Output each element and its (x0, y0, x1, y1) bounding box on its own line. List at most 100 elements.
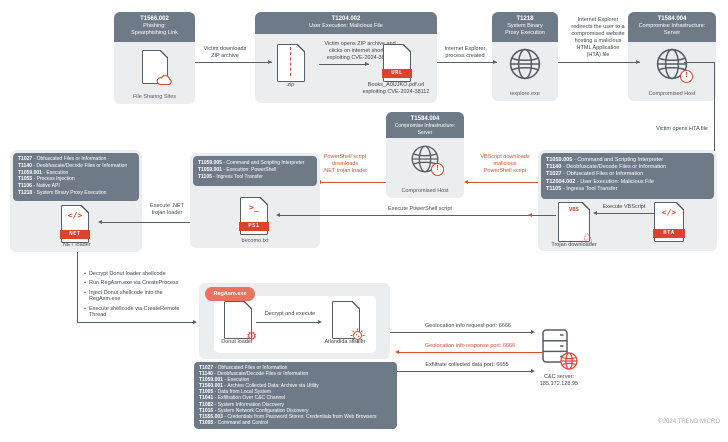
line (397, 371, 532, 372)
technique-line: T1140Deobfuscate/Decode Files or Informa… (199, 371, 392, 377)
technique-line: T1027Obfuscated Files or Information (18, 156, 134, 163)
hta-banner: HTA (653, 229, 685, 238)
line (437, 62, 497, 63)
donut-loader-caption: Donut loader (221, 339, 253, 345)
node-phishing: T1566.002 Phishing: Spearphishing Link F… (114, 12, 195, 104)
line (684, 62, 715, 63)
technique-line: T1059.001Execution (18, 170, 134, 177)
line (256, 322, 318, 323)
compromised-host-caption: Compromised Host (648, 90, 696, 97)
cloud-icon (156, 75, 172, 86)
arrowhead (528, 212, 532, 217)
node-phishing-header: T1566.002 Phishing: Spearphishing Link (114, 12, 195, 42)
bullet-icon (84, 280, 86, 287)
injection-step: Execute shellcode via CreateRemote Threa… (84, 306, 192, 320)
iexplore-caption: iexplore.exe (510, 90, 540, 97)
technique-line: T1560.001Archive Collected Data: Archive… (199, 383, 392, 389)
technique-line: T1140Deobfuscate/Decode Files or Informa… (546, 164, 709, 171)
alert-icon (680, 70, 693, 83)
panel-powershell: T1059.005Command and Scripting Interpret… (190, 153, 320, 248)
stealer-caption: Atlandida stealer (324, 339, 366, 345)
edge-victim-opens-hta-label: Victim opens HTA file (656, 126, 708, 132)
technique-line: T1059.005Command and Scripting Interpret… (198, 160, 312, 167)
net-loader-file-icon: </> NET (60, 204, 90, 243)
arrowhead (593, 210, 597, 215)
technique-id: T1584.004 (657, 16, 687, 22)
technique-id: T1566.002 (140, 16, 169, 22)
arrowhead (98, 219, 102, 224)
injection-steps-list: Decrypt Donut loader shellcodeRun RegAsm… (84, 271, 192, 322)
trojan-horse-icon: ♘ (581, 230, 594, 246)
technique-line: T1555.003Credentials from Password Store… (199, 414, 392, 420)
edge-execute-net-label: Execute .NET trojan loader (150, 203, 184, 216)
technique-line: T1059.001Execution (199, 377, 392, 383)
technique-title: System Binary Proxy Execution (505, 23, 545, 36)
injection-step: Decrypt Donut loader shellcode (84, 271, 192, 278)
line (319, 64, 369, 65)
hta-file-icon: </> HTA (653, 201, 685, 242)
panel-net-loader: T1027Obfuscated Files or InformationT114… (10, 150, 142, 252)
line (77, 322, 194, 323)
url-caption: Books_A0UJKO.pdf.url exploiting CVE-2024… (362, 82, 430, 95)
zip-file-icon (277, 43, 306, 82)
edge-ie-process-label: Internet Explorer process created (444, 46, 486, 59)
edge-exfiltrate-label: Exfiltrate collected data port: 6655 (425, 362, 509, 368)
trojan-downloader-caption: Trojan downloader (551, 242, 597, 248)
technique-line: T1106Native API (18, 183, 134, 190)
line (399, 352, 542, 353)
techniques-powershell: T1059.005Command and Scripting Interpret… (193, 156, 317, 186)
injection-step: Run RegAsm.exe via CreateProcess (84, 280, 192, 287)
technique-line: T1016System Network Configuration Discov… (199, 408, 392, 414)
arrowhead (365, 61, 369, 66)
line (280, 215, 556, 216)
panel-hta-vbs: T1059.005Command and Scripting Interpret… (538, 150, 717, 251)
technique-line: T1055Process Injection (18, 176, 134, 183)
arrowhead (493, 59, 497, 64)
node-user-execution: T1204.002 User Execution: Malicious File… (255, 12, 437, 103)
globe-alert-icon (410, 144, 444, 176)
line (558, 62, 640, 63)
node-compromised-server-top: T1584.004 Compromise Infrastructure: Ser… (628, 12, 716, 101)
ps1-caption: becomo.txt (241, 237, 269, 244)
technique-id: T1218 (516, 16, 534, 22)
technique-line: T1140Deobfuscate/Decode Files or Informa… (18, 163, 134, 170)
line (390, 332, 532, 333)
donut-loader-file-icon: ⚙ (224, 300, 257, 342)
technique-title: User Execution: Malicious File (309, 23, 383, 29)
cnc-server-ip: 185.172.128.95 (539, 380, 579, 387)
regasm-badge: RegAsm.exe (205, 287, 255, 301)
code-glyph: </> (67, 211, 83, 220)
line (77, 252, 78, 322)
trend-micro-watermark: ©2024 TREND MICRO (658, 419, 720, 425)
edge-execute-powershell-label: Execute PowerShell script (388, 206, 452, 212)
edge-download-zip-label: Victim downloads ZIP archive (203, 46, 247, 59)
edge-execute-vbscript-label: Execute VBScript (602, 204, 646, 210)
alert-icon (431, 163, 444, 176)
technique-line: T1105Ingress Tool Transfer (546, 186, 709, 193)
node-user-execution-header: T1204.002 User Execution: Malicious File (255, 12, 437, 34)
technique-line: T1095Command and Control (199, 420, 392, 426)
ps1-banner: PS1 (239, 222, 269, 231)
url-file-icon: URL (382, 43, 412, 82)
node-compromised-server-mid: T1584.004 Compromise Infrastructure: Ser… (386, 112, 464, 198)
technique-title: Phishing: Spearphishing Link (131, 23, 178, 36)
bullet-icon (84, 306, 86, 320)
edge-vbscript-downloads-label: VBScript downloads malicious PowerShell … (480, 154, 530, 174)
shell-glyph: >_ (249, 203, 259, 212)
injection-step: Inject Donut shellcode into the RegAsm.e… (84, 290, 192, 304)
globe-alert-icon (655, 47, 693, 83)
line (597, 213, 654, 214)
zip-caption: .zip (285, 82, 295, 88)
techniques-net-loader: T1027Obfuscated Files or InformationT114… (13, 153, 139, 201)
node-proxy-execution-header: T1218 System Binary Proxy Execution (492, 12, 558, 42)
technique-id: T1204.002 (331, 16, 361, 22)
donut-gear-icon: ⚙ (246, 329, 257, 343)
technique-line: T1059.005Command and Scripting Interpret… (546, 157, 709, 164)
technique-title: Compromise Infrastructure: Server (638, 23, 706, 36)
open-zip-note: Victim opens ZIP archive and clicks on i… (324, 41, 395, 61)
arrowhead (193, 319, 197, 324)
bullet-icon (84, 290, 86, 304)
technique-line: T1027Obfuscated Files or Information (546, 171, 709, 178)
